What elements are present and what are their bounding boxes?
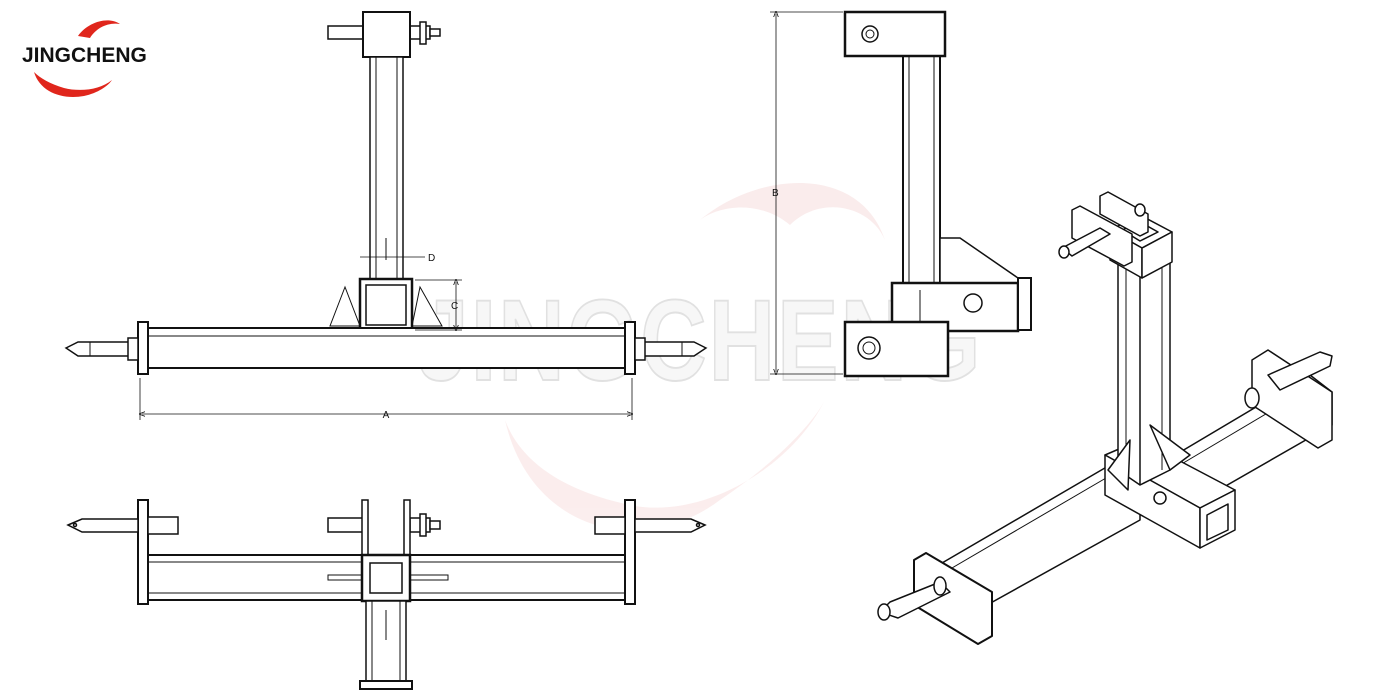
front-view <box>66 499 707 690</box>
logo-text: JINGCHENG <box>22 44 147 67</box>
brand-logo: JINGCHENG <box>22 20 147 97</box>
dimension-a-label: A <box>383 410 390 421</box>
watermark-text: JINGCHENG <box>418 277 983 405</box>
dimension-c-label: C <box>451 301 458 312</box>
isometric-view <box>877 191 1333 645</box>
top-view-dimensions <box>140 250 632 420</box>
side-view-dimensions <box>770 12 843 374</box>
dimension-d-label: D <box>428 253 435 264</box>
dimension-b-label: B <box>772 188 779 199</box>
logo-arc-top-icon <box>78 20 120 38</box>
logo-arc-bottom-icon <box>34 72 112 97</box>
watermark-swoosh-lower <box>505 400 825 531</box>
top-view <box>64 11 708 375</box>
watermark-swoosh-upper <box>700 182 885 240</box>
side-view <box>843 10 1032 378</box>
watermark: JINGCHENG <box>417 182 983 531</box>
